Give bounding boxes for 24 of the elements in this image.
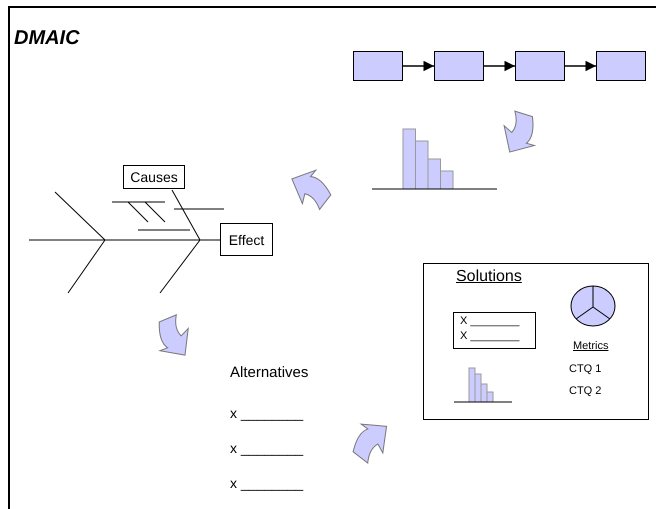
node-label: Effect [228, 232, 266, 248]
list-item: x ________ [230, 440, 304, 456]
arrow [484, 60, 515, 72]
metric-label: CTQ 1 [569, 363, 602, 375]
list-item: X ________ [460, 330, 520, 342]
panel-heading: Solutions [456, 268, 522, 286]
list-item: x ________ [230, 405, 304, 421]
process-box [353, 51, 403, 81]
arrow [403, 60, 434, 72]
arrow [565, 60, 596, 72]
process-box [515, 51, 565, 81]
list-item: x ________ [230, 475, 304, 491]
list-box [453, 312, 536, 349]
solutions-panel [423, 263, 649, 420]
diagram-title: DMAIC [14, 27, 80, 50]
metric-label: CTQ 2 [569, 385, 602, 397]
node-label: Causes [129, 169, 179, 185]
metrics-heading: Metrics [573, 340, 608, 352]
list-item: X ________ [460, 315, 520, 327]
label-box [123, 165, 185, 189]
process-box [596, 51, 646, 81]
process-box [434, 51, 484, 81]
list-heading: Alternatives [230, 364, 308, 381]
label-box [220, 223, 273, 256]
